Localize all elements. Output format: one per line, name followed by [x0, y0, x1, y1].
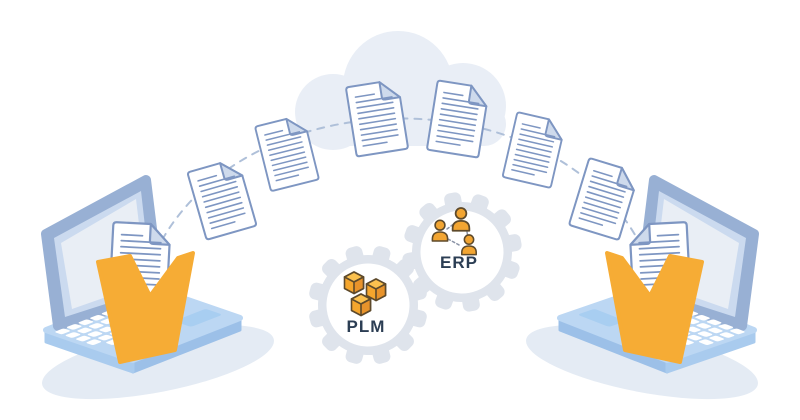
document-icon: [186, 157, 258, 241]
erp-label: ERP: [440, 253, 478, 272]
right-laptop: [520, 180, 763, 414]
folder-icon: [96, 251, 195, 364]
left-laptop: [41, 175, 274, 400]
document-icon: [501, 111, 567, 189]
document-icon: [567, 156, 641, 242]
plm-label: PLM: [347, 317, 386, 336]
team-network-icon: [431, 207, 477, 256]
plm-gear: PLM: [294, 231, 442, 379]
trackpad: [175, 309, 221, 327]
erp-gear: ERP: [392, 182, 532, 322]
